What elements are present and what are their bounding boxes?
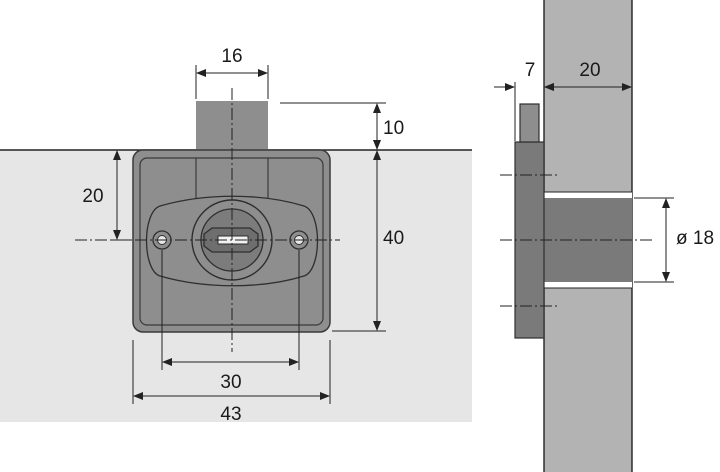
dim-label-10: 10 [383,118,404,139]
front-view: 16 10 20 40 30 43 [0,46,472,425]
dim-label-43: 43 [220,404,241,425]
dim-label-30: 30 [220,372,241,393]
dim-label-18: ø 18 [676,228,714,249]
dim-label-20-side: 20 [579,60,600,81]
bolt-side [519,103,540,143]
dim-label-20: 20 [82,186,103,207]
side-view: 7 20 ø 18 [494,0,714,472]
dim-label-40: 40 [383,228,404,249]
dim-label-16: 16 [221,46,242,67]
dim-label-7: 7 [525,60,536,81]
